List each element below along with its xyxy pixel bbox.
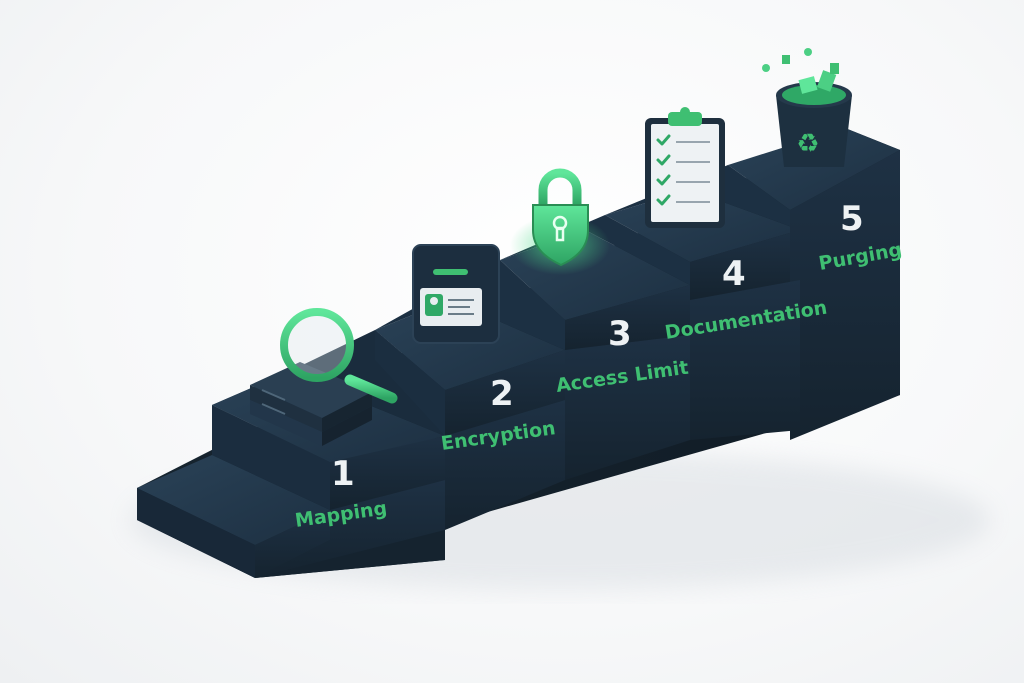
clipboard-checklist-icon: [645, 107, 725, 228]
step-1-left-face: [137, 488, 255, 578]
step-1-top: [137, 455, 330, 545]
magnifier-server-icon: [250, 308, 398, 446]
step-5-top: [728, 128, 900, 210]
svg-text:♻: ♻: [796, 129, 819, 159]
step-4-front-lower: [690, 280, 800, 440]
padlock-shield-icon: [510, 168, 610, 275]
step-2-number: 2: [490, 374, 514, 414]
recycle-bin-icon: ♻: [762, 48, 852, 167]
step-5-front: [790, 150, 900, 440]
step-4-number: 4: [722, 254, 746, 294]
step-2-front: [445, 350, 565, 436]
step-5-number: 5: [840, 199, 864, 239]
step-1-riser-left: [212, 405, 330, 510]
step-2-front-lower: [445, 400, 565, 530]
step-3-front-lower: [565, 335, 690, 480]
step-4-front: [690, 230, 800, 300]
step-1-number: 1: [331, 454, 355, 494]
step-1-front-low: [255, 510, 330, 578]
id-card-icon: [412, 244, 500, 344]
step-3-number: 3: [608, 314, 632, 354]
step-3-front: [565, 285, 690, 350]
step-2-riser: [375, 330, 445, 436]
step-1-front: [330, 436, 445, 510]
